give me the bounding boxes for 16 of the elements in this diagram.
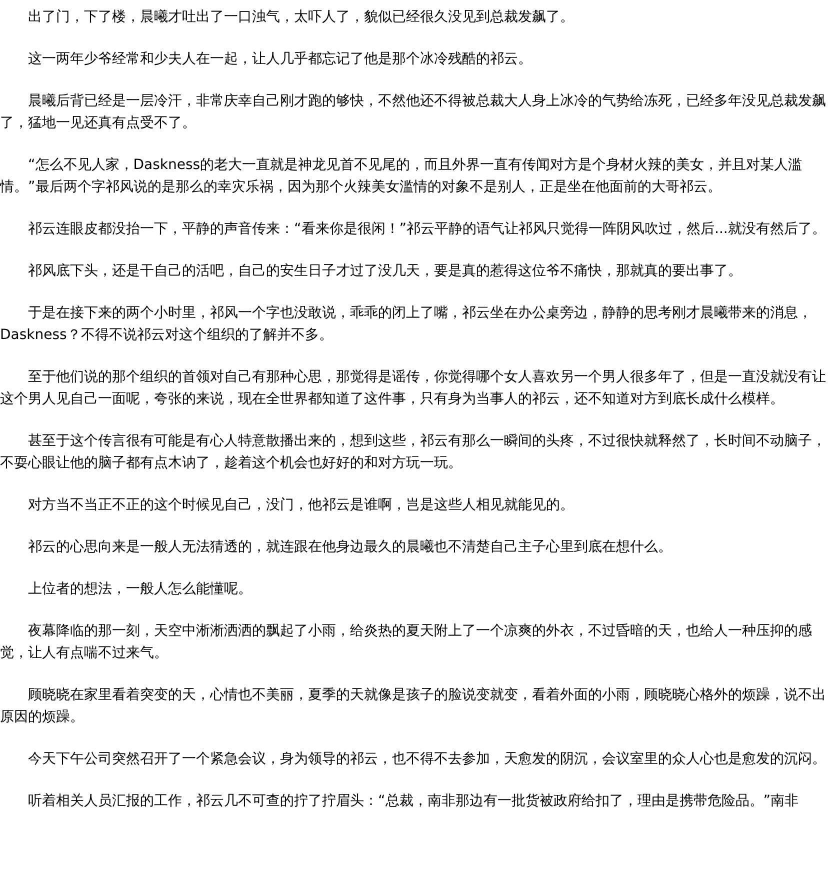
paragraph: 于是在接下来的两个小时里，祁风一个字也没敢说，乖乖的闭上了嘴，祁云坐在办公桌旁边，静静的思考刚才晨曦带来的消息，Daskness？不得不说祁云对这个组织的了解并不多。 (0, 304, 813, 345)
paragraph: 顾晓晓在家里看着突变的天，心情也不美丽，夏季的天就像是孩子的脸说变就变，看着外面的小雨，顾晓晓心格外的烦躁，说不出原因的烦躁。 (0, 686, 827, 727)
paragraph: 晨曦后背已经是一层冷汗，非常庆幸自己刚才跑的够快，不然他还不得被总裁大人身上冰冷的气势给冻死，已经多年没见总裁发飙了，猛地一见还真有点受不了。 (0, 92, 827, 133)
paragraph: 今天下午公司突然召开了一个紧急会议，身为领导的祁云，也不得不去参加，天愈发的阴沉，会议室里的众人心也是愈发的沉闷。 (27, 750, 827, 769)
paragraph: 这一两年少爷经常和少夫人在一起，让人几乎都忘记了他是那个冰冷残酷的祁云。 (27, 50, 533, 69)
paragraph: 听着相关人员汇报的工作，祁云几不可查的拧了拧眉头：“总裁，南非那边有一批货被政府给扣了，理由是携带危险品。”南非 (27, 792, 800, 811)
paragraph: 出了门，下了楼，晨曦才吐出了一口浊气，太吓人了，貌似已经很久没见到总裁发飙了。 (27, 8, 575, 27)
paragraph: 夜幕降临的那一刻，天空中淅淅洒洒的飘起了小雨，给炎热的夏天附上了一个凉爽的外衣，不过昏暗的天，也给人一种压抑的感觉，让人有点喘不过来气。 (0, 622, 813, 663)
paragraph: “怎么不见人家，Daskness的老大一直就是神龙见首不见尾的，而且外界一直有传闻对方是个身材火辣的美女，并且对某人滥情。”最后两个字祁风说的是那么的幸灾乐祸，因为那个火辣美女滥情的对象不是别人，正是坐在他面前的大哥祁云。 (0, 156, 804, 197)
paragraph: 甚至于这个传言很有可能是有心人特意散播出来的，想到这些，祁云有那么一瞬间的头疼，不过很快就释然了，长时间不动脑子，不耍心眼让他的脑子都有点木讷了，趁着这个机会也好好的和对方玩一玩。 (0, 432, 827, 473)
paragraph: 至于他们说的那个组织的首领对自己有那种心思，那觉得是谣传，你觉得哪个女人喜欢另一个男人很多年了，但是一直没就没有让这个男人见自己一面呢，夸张的来说，现在全世界都知道了这件事，只有身为当事人的祁云，还不知道对方到底长成什么模样。 (0, 368, 827, 409)
paragraph: 对方当不当正不正的这个时候见自己，没门，他祁云是谁啊，岂是这些人相见就能见的。 (27, 496, 575, 515)
paragraph: 祁风底下头，还是干自己的活吧，自己的安生日子才过了没几天，要是真的惹得这位爷不痛快，那就真的要出事了。 (27, 262, 743, 281)
paragraph: 祁云连眼皮都没抬一下，平静的声音传来：“看来你是很闲！”祁云平静的语气让祁风只觉得一阵阴风吹过，然后...就没有然后了。 (27, 220, 827, 239)
paragraph: 上位者的想法，一般人怎么能懂呢。 (27, 580, 253, 599)
paragraph: 祁云的心思向来是一般人无法猜透的，就连跟在他身边最久的晨曦也不清楚自己主子心里到底在想什么。 (27, 538, 673, 557)
